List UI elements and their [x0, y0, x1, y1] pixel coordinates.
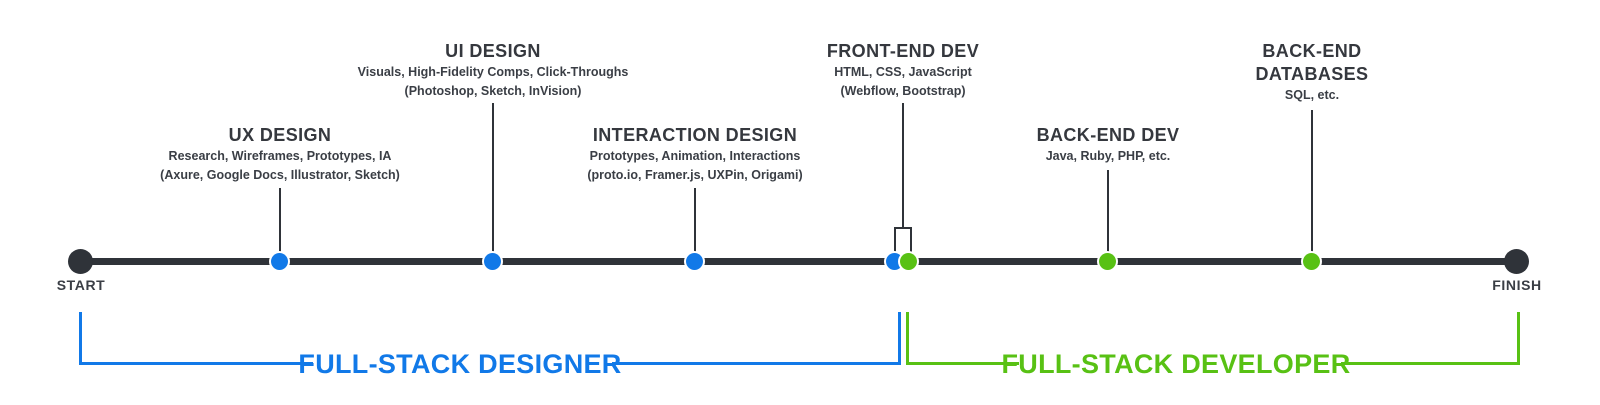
milestone-title: INTERACTION DESIGN [592, 125, 798, 145]
connector-line-ui [492, 103, 494, 254]
start-label: START [56, 277, 106, 293]
connector-line-ux [279, 188, 281, 254]
timeline-bar [80, 258, 1517, 265]
milestone-subtitle: Prototypes, Animation, Interactions [589, 149, 801, 163]
designer-bracket-left [79, 312, 313, 365]
milestone-title: UI DESIGN [445, 41, 541, 61]
milestone-interaction-design: INTERACTION DESIGN Prototypes, Animation… [587, 124, 802, 184]
milestone-subtitle: HTML, CSS, JavaScript [834, 65, 972, 79]
milestone-tools: (Axure, Google Docs, Illustrator, Sketch… [160, 167, 400, 182]
connector-line-front-end [902, 103, 904, 228]
full-stack-developer-label: FULL-STACK DEVELOPER [1001, 349, 1351, 379]
developer-bracket-right [1341, 312, 1520, 365]
connector-line-databases [1311, 110, 1313, 254]
dot-front-end-designer [886, 253, 903, 270]
milestone-front-end-dev: FRONT-END DEV HTML, CSS, JavaScript (Web… [827, 40, 979, 100]
finish-dot [1504, 249, 1529, 274]
developer-bracket-left [906, 312, 1019, 365]
dot-ux-design [271, 253, 288, 270]
dot-back-end-databases [1303, 253, 1320, 270]
milestone-subtitle: Research, Wireframes, Prototypes, IA [168, 149, 392, 163]
milestone-tools: (Webflow, Bootstrap) [840, 83, 966, 98]
milestone-back-end-dev: BACK-END DEV Java, Ruby, PHP, etc. [1037, 124, 1180, 166]
full-stack-designer-label: FULL-STACK DESIGNER [298, 349, 622, 379]
start-dot [68, 249, 93, 274]
milestone-title: FRONT-END DEV [826, 41, 980, 61]
milestone-title: BACK-END DATABASES [1255, 41, 1369, 84]
milestone-tools: (proto.io, Framer.js, UXPin, Origami) [587, 167, 803, 182]
milestone-back-end-databases: BACK-END DATABASES SQL, etc. [1246, 40, 1378, 105]
milestone-subtitle: Visuals, High-Fidelity Comps, Click-Thro… [357, 65, 629, 79]
milestone-ux-design: UX DESIGN Research, Wireframes, Prototyp… [160, 124, 400, 184]
milestone-subtitle: SQL, etc. [1284, 88, 1340, 102]
connector-line-interaction [694, 188, 696, 254]
dot-back-end-dev [1099, 253, 1116, 270]
dot-front-end-developer [900, 253, 917, 270]
milestone-ui-design: UI DESIGN Visuals, High-Fidelity Comps, … [358, 40, 629, 100]
milestone-title: BACK-END DEV [1036, 125, 1180, 145]
milestone-tools: (Photoshop, Sketch, InVision) [404, 83, 582, 98]
dot-ui-design [484, 253, 501, 270]
designer-bracket-right [612, 312, 901, 365]
milestone-subtitle: Java, Ruby, PHP, etc. [1045, 149, 1171, 163]
connector-fork-front-end [894, 227, 912, 252]
connector-line-back-end [1107, 170, 1109, 254]
finish-label: FINISH [1492, 277, 1542, 293]
milestone-title: UX DESIGN [228, 125, 332, 145]
dot-interaction-design [686, 253, 703, 270]
